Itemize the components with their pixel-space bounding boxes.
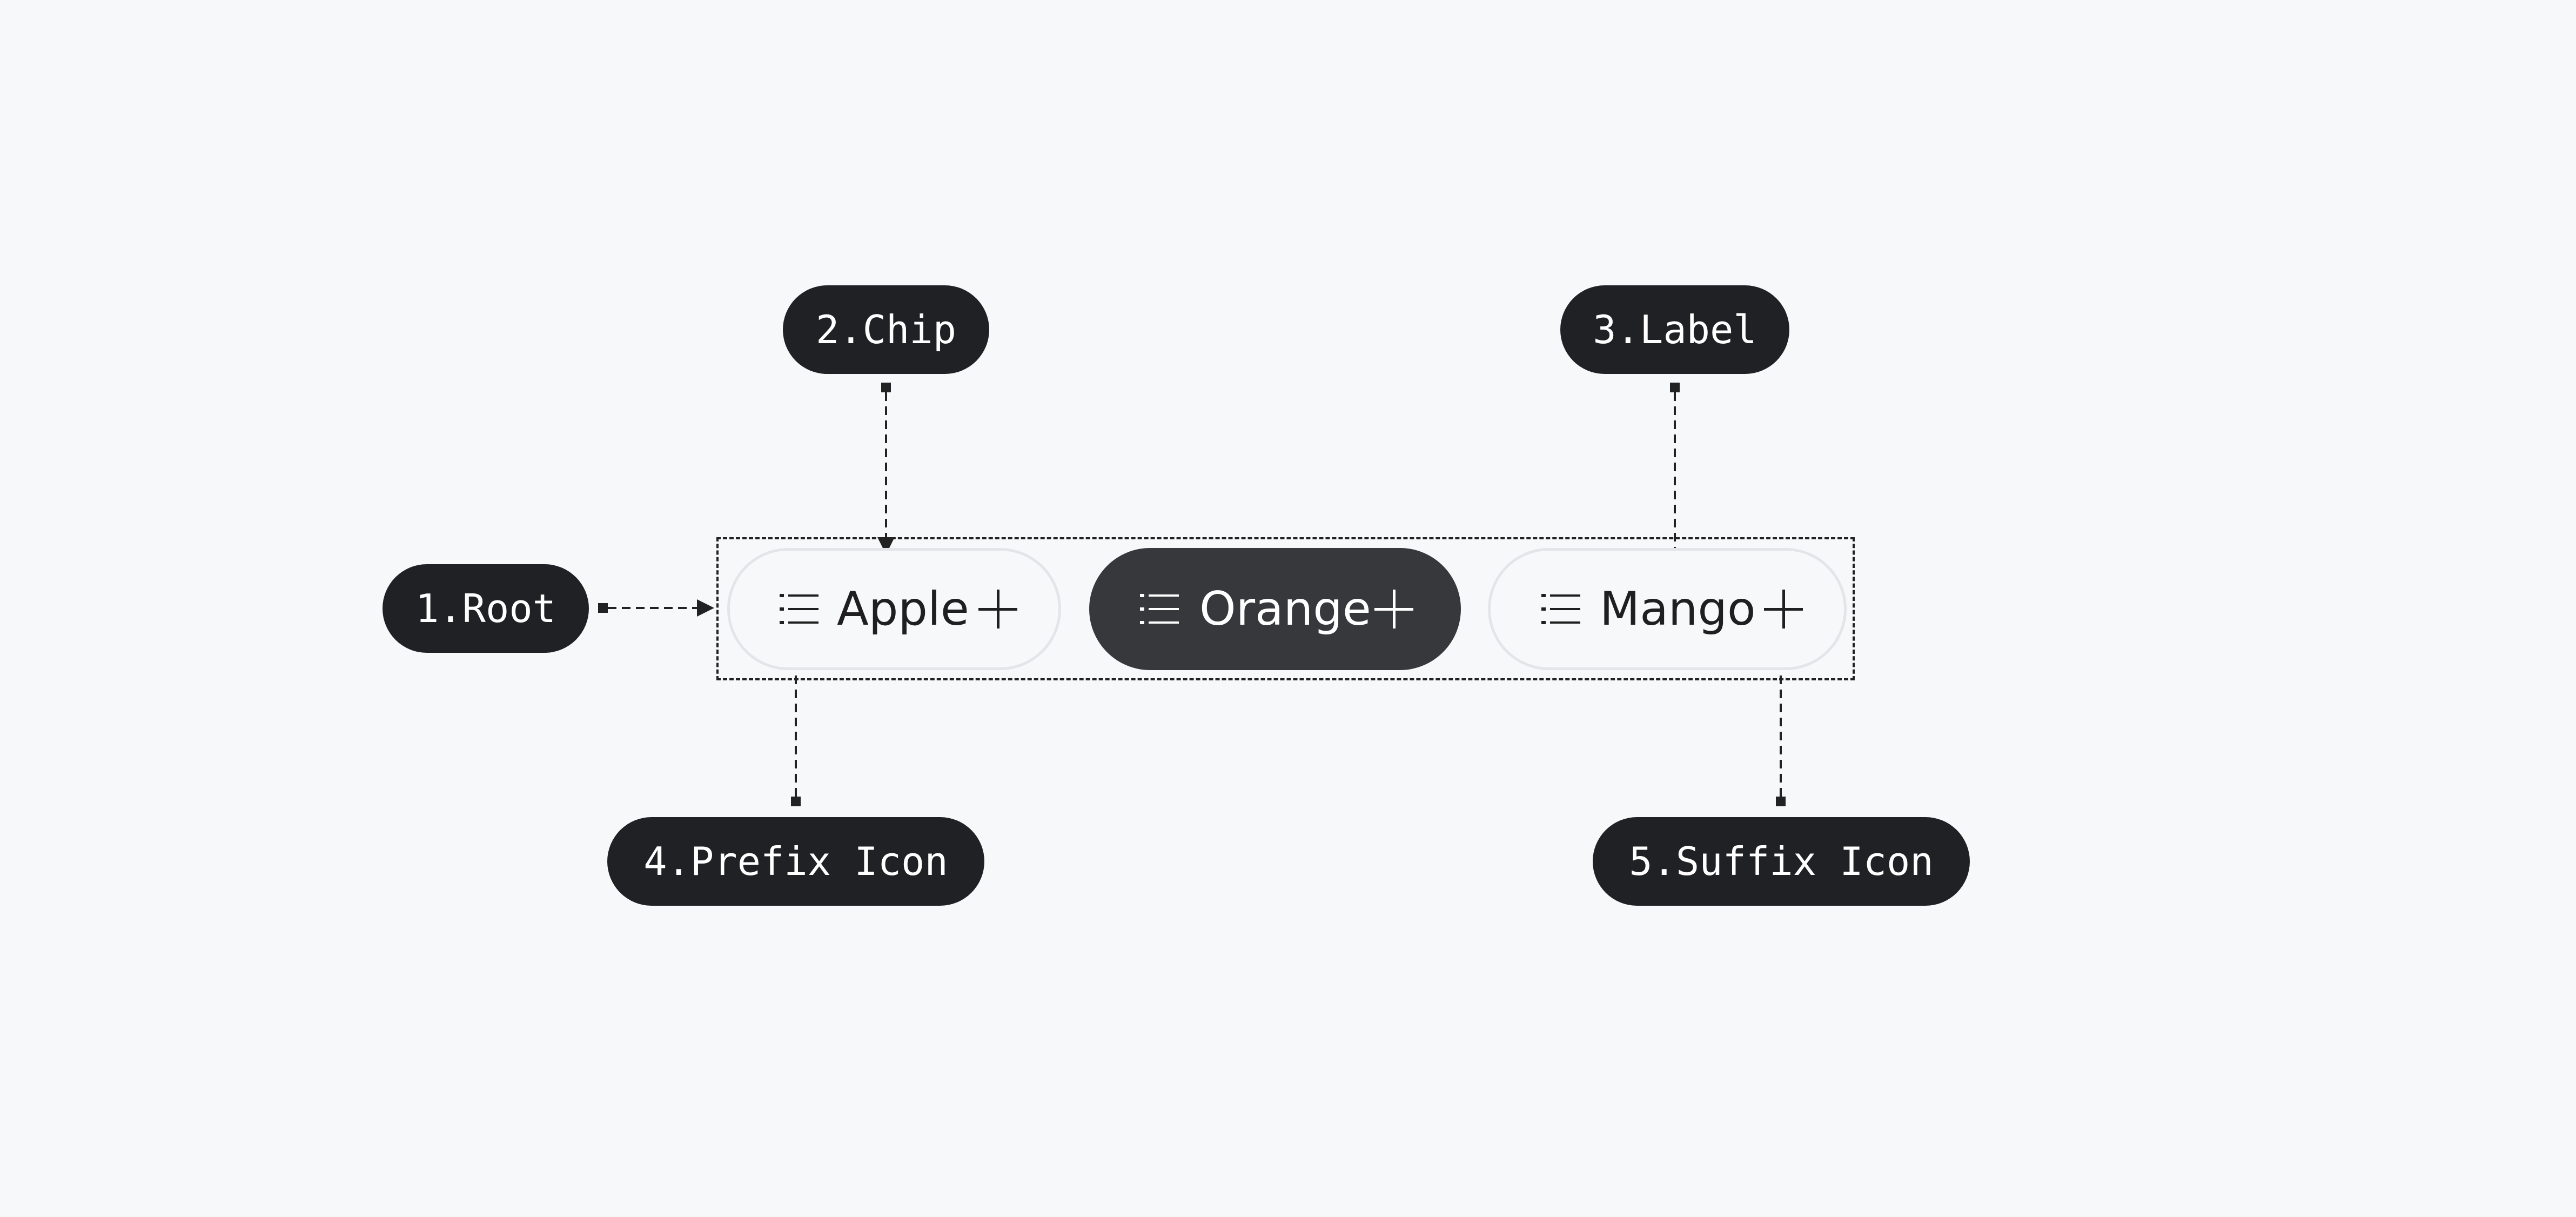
chip-label: Mango [1600,582,1756,636]
label-connector [1666,383,1683,592]
callout-chip: 2.Chip [783,285,989,374]
callout-suffix-icon: 5.Suffix Icon [1593,817,1970,906]
list-icon [1540,551,1581,667]
list-icon [779,551,820,667]
chip-connector [877,383,895,554]
callout-root: 1.Root [383,564,589,653]
callout-label: 3.Label [1560,285,1789,374]
plus-icon[interactable] [1373,548,1414,670]
chip-label: Orange [1199,582,1371,636]
plus-icon[interactable] [977,551,1018,667]
chip-mango[interactable]: Mango [1488,548,1847,670]
plus-icon[interactable] [1763,551,1804,667]
callout-prefix-icon: 4.Prefix Icon [607,817,984,906]
chip-orange[interactable]: Orange [1089,548,1461,670]
root-connector [598,599,714,617]
list-icon [1139,548,1180,670]
chip-apple[interactable]: Apple [727,548,1061,670]
chip-label: Apple [837,582,969,636]
chip-group-root [716,537,1855,680]
